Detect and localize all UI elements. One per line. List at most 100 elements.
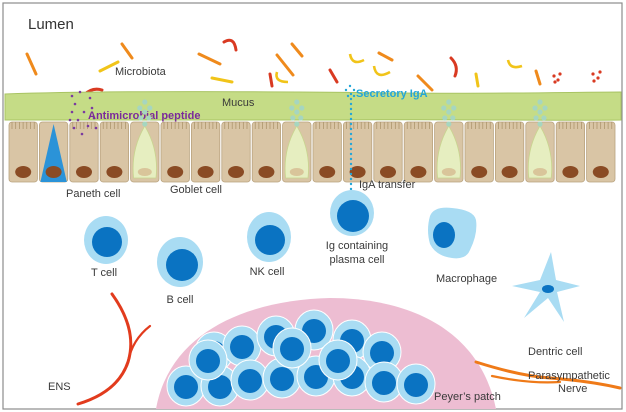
mucus-droplet [142, 109, 147, 114]
lymphocyte-nucleus [370, 341, 394, 365]
iga-dot [350, 118, 352, 120]
b-cell [157, 237, 203, 287]
lymphocyte-nucleus [270, 367, 294, 391]
iga-dot [347, 95, 349, 97]
dentric-cell-label: Dentric cell [528, 346, 582, 358]
enterocyte-nucleus [228, 166, 244, 178]
microbiota-label: Microbiota [115, 66, 167, 78]
mucus-droplet [537, 99, 542, 104]
enterocyte-nucleus [76, 166, 92, 178]
iga-dot [350, 148, 352, 150]
mucus-droplet [441, 105, 446, 110]
lymphocyte-nucleus [196, 349, 220, 373]
enterocyte-nucleus [502, 166, 518, 178]
enterocyte-nucleus [319, 166, 335, 178]
mucus-droplet [146, 115, 151, 120]
b-cell-label: B cell [167, 294, 194, 306]
mucus-droplet [446, 99, 451, 104]
iga-dot [350, 123, 352, 125]
enterocyte-nucleus [198, 166, 214, 178]
lymphocyte-nucleus [238, 369, 262, 393]
peptide-dot [89, 97, 92, 100]
peptide-dot [91, 107, 94, 110]
iga-dot [350, 153, 352, 155]
mucus-droplet [450, 115, 455, 120]
mucus-droplet [442, 115, 447, 120]
iga-transfer-label: IgA transfer [359, 179, 416, 191]
peptide-dot [71, 95, 74, 98]
enterocyte-nucleus [106, 166, 122, 178]
enterocyte-nucleus [167, 166, 183, 178]
mucus-droplet [537, 121, 542, 126]
peptide-dot [74, 103, 77, 106]
goblet-nucleus [290, 168, 304, 176]
mucus-droplet [289, 105, 294, 110]
ig-plasma-label-line1: Ig containing [326, 240, 388, 252]
secretory-iga-label: Secretory IgA [356, 88, 428, 100]
parasympathetic-label-line2: Nerve [558, 383, 587, 395]
iga-dot [350, 173, 352, 175]
mucus-droplet [542, 105, 547, 110]
goblet-nucleus [138, 168, 152, 176]
peptide-dot [87, 125, 90, 128]
goblet-nucleus [442, 168, 456, 176]
lymphocyte-nucleus [404, 373, 428, 397]
mucus-label: Mucus [222, 97, 255, 109]
mucus-droplet [142, 121, 147, 126]
iga-dot [350, 138, 352, 140]
peyers-patch-label: Peyer’s patch [434, 391, 501, 403]
paneth-nucleus [46, 166, 62, 178]
plasma-cell [330, 190, 374, 236]
iga-dot [350, 178, 352, 180]
peptide-dot [77, 119, 80, 122]
iga-dot [350, 108, 352, 110]
goblet-cell-label: Goblet cell [170, 184, 222, 196]
lymphocyte-nucleus [326, 349, 350, 373]
enterocyte-nucleus [410, 166, 426, 178]
mucus-droplet [451, 105, 456, 110]
enterocyte-nucleus [562, 166, 578, 178]
mucus-droplet [537, 109, 542, 114]
iga-dot [350, 128, 352, 130]
paneth-cell-label: Paneth cell [66, 188, 120, 200]
mucus-droplet [446, 121, 451, 126]
lymphocyte-nucleus [372, 371, 396, 395]
mucus-droplet [299, 105, 304, 110]
mucus-droplet [142, 99, 147, 104]
ig-plasma-label-line2: plasma cell [329, 254, 384, 266]
t-cell [84, 216, 128, 264]
parasympathetic-label-line1: Parasympathetic [528, 370, 610, 382]
enterocyte-nucleus [258, 166, 274, 178]
iga-dot [350, 113, 352, 115]
mucus-droplet [294, 109, 299, 114]
macrophage-label: Macrophage [436, 273, 497, 285]
enterocyte-nucleus [380, 166, 396, 178]
goblet-nucleus [533, 168, 547, 176]
iga-dot [350, 158, 352, 160]
peptide-dot [69, 119, 72, 122]
iga-dot [350, 93, 352, 95]
iga-dot [353, 89, 355, 91]
mucus-droplet [147, 105, 152, 110]
rod-bacterium [476, 74, 478, 86]
peptide-dot [71, 111, 74, 114]
ens-label: ENS [48, 381, 71, 393]
iga-dot [349, 85, 351, 87]
mucus-droplet [532, 105, 537, 110]
enterocyte-nucleus [471, 166, 487, 178]
enterocyte-nucleus [15, 166, 31, 178]
enterocyte-nucleus [350, 166, 366, 178]
iga-dot [345, 89, 347, 91]
enterocyte-nucleus [593, 166, 609, 178]
mucus-droplet [294, 99, 299, 104]
iga-dot [350, 168, 352, 170]
peptide-dot [79, 91, 82, 94]
nk-cell [247, 212, 291, 262]
iga-dot [353, 95, 355, 97]
mucus-droplet [137, 105, 142, 110]
peptide-dot [83, 111, 86, 114]
iga-dot [350, 133, 352, 135]
mucus-droplet [298, 115, 303, 120]
mucus-droplet [541, 115, 546, 120]
